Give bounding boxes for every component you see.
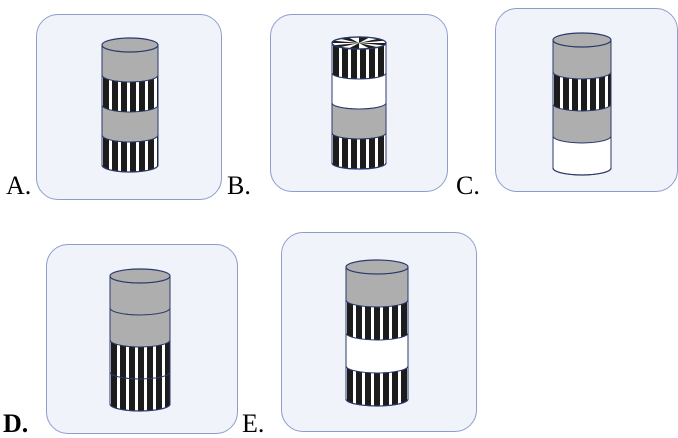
cylinder-base-edge [552,167,612,176]
option-card-c[interactable] [495,8,678,192]
cylinder-d [109,268,171,412]
option-letter-a: A. [6,171,32,200]
cylinder-top-cap [345,259,409,275]
option-card-b[interactable] [270,14,448,192]
cylinder-top-cap [109,268,171,284]
cylinder-base-edge [109,403,171,412]
cylinder-a [101,37,159,173]
cylinder-base-edge [345,398,409,407]
cylinder-top-cap [101,37,159,53]
option-letter-b: B. [227,171,251,200]
option-card-e[interactable] [281,232,477,432]
cylinder-base-edge [101,164,159,173]
option-card-a[interactable] [36,14,222,200]
cylinder-e [345,259,409,407]
option-card-d[interactable] [46,244,238,434]
cylinder-base-edge [331,162,387,170]
option-letter-d: D. [3,409,29,438]
cylinder-top-cap [552,32,612,48]
cylinder-c [552,32,612,176]
cylinder-b [331,36,387,170]
option-letter-e: E. [242,409,265,438]
option-letter-c: C. [456,171,480,200]
cylinder-top-radial-stripes [332,37,386,49]
